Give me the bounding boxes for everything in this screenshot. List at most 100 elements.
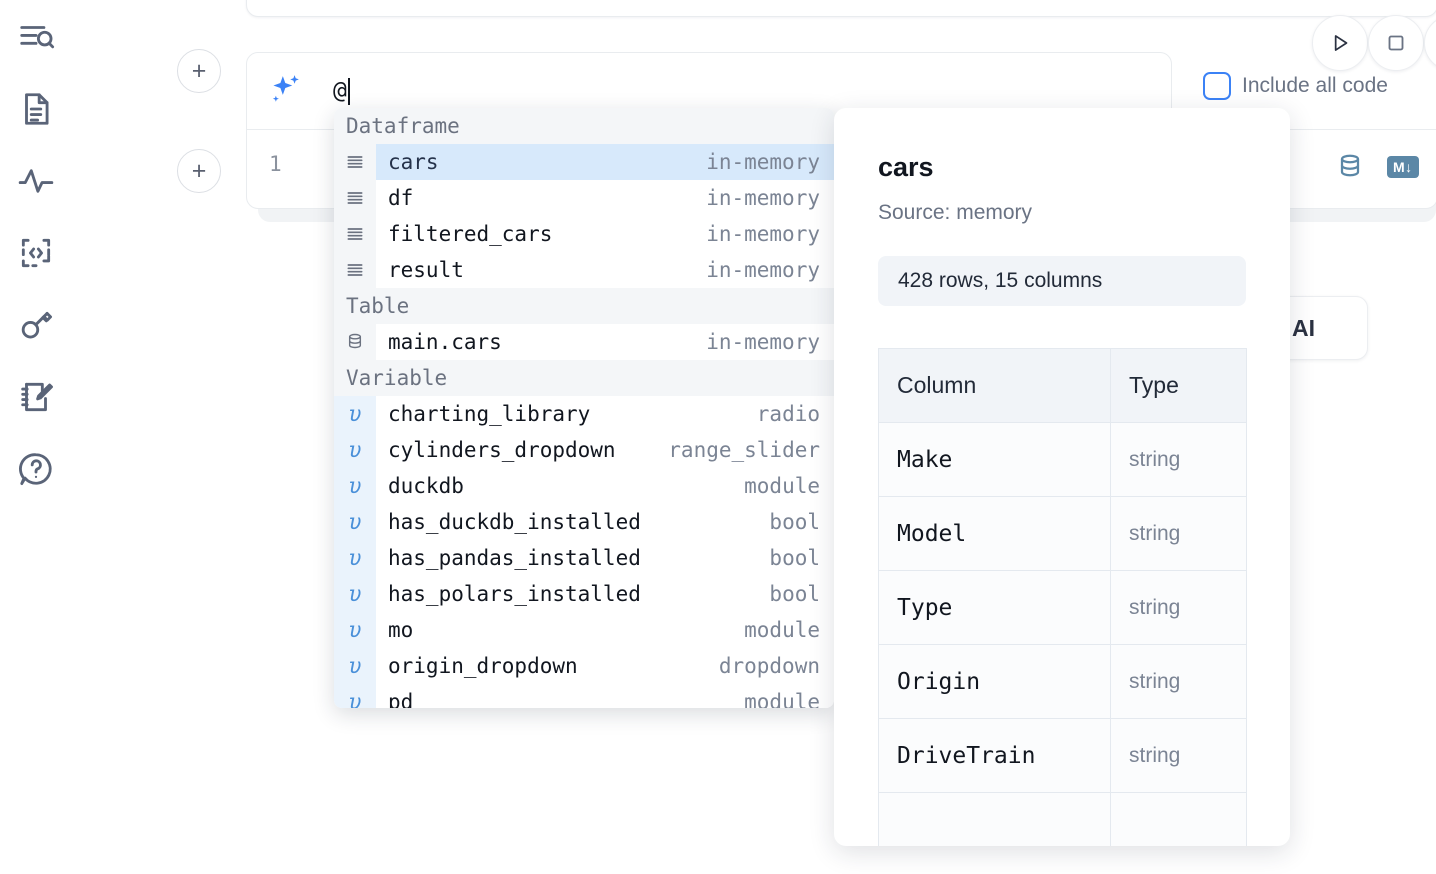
- activity-pulse-icon[interactable]: [12, 157, 60, 205]
- autocomplete-item-name: charting_library: [388, 402, 591, 426]
- schema-column-type: string: [1110, 718, 1247, 793]
- autocomplete-item-type: in-memory: [706, 258, 820, 282]
- line-number: 1: [269, 152, 282, 176]
- info-panel-title: cars: [878, 152, 934, 182]
- dataframe-info-panel: cars Source: memory 428 rows, 15 columns…: [834, 108, 1290, 846]
- text-caret: [347, 77, 350, 105]
- schema-column-type: [1110, 792, 1247, 846]
- autocomplete-item[interactable]: υ charting_library radio: [334, 396, 834, 432]
- plus-icon: +: [191, 156, 207, 185]
- outline-search-icon[interactable]: [12, 13, 60, 61]
- add-cell-button-bottom[interactable]: +: [177, 149, 221, 193]
- schema-column-type: string: [1110, 422, 1247, 497]
- autocomplete-item[interactable]: υ has_duckdb_installed bool: [334, 504, 834, 540]
- info-panel-source: Source: memory: [878, 201, 1033, 224]
- rows-icon: [334, 144, 376, 180]
- autocomplete-item-name: duckdb: [388, 474, 464, 498]
- schema-table-header-cell: Type: [1110, 348, 1247, 423]
- left-icon-rail: [0, 0, 72, 874]
- ai-prompt-value: @: [333, 78, 347, 104]
- schema-column-type: string: [1110, 570, 1247, 645]
- autocomplete-item-type: in-memory: [706, 222, 820, 246]
- v-icon: υ: [334, 540, 376, 576]
- v-icon: υ: [334, 612, 376, 648]
- checkbox-box[interactable]: [1203, 72, 1231, 100]
- autocomplete-item-name: origin_dropdown: [388, 654, 578, 678]
- autocomplete-group-header: Variable: [334, 360, 834, 396]
- include-all-code-label: Include all code: [1242, 74, 1388, 97]
- add-cell-button-top[interactable]: +: [177, 49, 221, 93]
- v-icon: υ: [334, 504, 376, 540]
- run-button[interactable]: [1312, 15, 1368, 71]
- rows-icon: [334, 216, 376, 252]
- plus-icon: +: [191, 56, 207, 85]
- ai-prompt-input[interactable]: @: [333, 69, 1133, 113]
- autocomplete-item-type: bool: [769, 582, 820, 606]
- autocomplete-group-header: Dataframe: [334, 108, 834, 144]
- key-icon[interactable]: [12, 301, 60, 349]
- schema-table-header-cell: Column: [878, 348, 1111, 423]
- autocomplete-item-name: df: [388, 186, 414, 210]
- v-icon: υ: [334, 468, 376, 504]
- autocomplete-item-type: module: [744, 618, 820, 642]
- schema-column-name: Make: [878, 422, 1111, 497]
- schema-column-name: Model: [878, 496, 1111, 571]
- help-chat-icon[interactable]: [12, 445, 60, 493]
- rows-icon: [334, 180, 376, 216]
- autocomplete-item-name: main.cars: [388, 330, 502, 354]
- v-icon: υ: [334, 648, 376, 684]
- include-all-code-checkbox[interactable]: Include all code: [1203, 72, 1388, 100]
- autocomplete-item-name: cars: [388, 150, 439, 174]
- file-text-icon[interactable]: [12, 85, 60, 133]
- autocomplete-item-name: filtered_cars: [388, 222, 553, 246]
- notebook-pencil-icon[interactable]: [12, 373, 60, 421]
- ai-chip-label: AI: [1292, 314, 1315, 341]
- autocomplete-item-type: module: [744, 690, 820, 708]
- schema-column-name: [878, 792, 1111, 846]
- sparkles-icon: [267, 71, 305, 109]
- more-actions-button[interactable]: [1424, 15, 1436, 71]
- autocomplete-item-type: radio: [756, 402, 820, 426]
- autocomplete-item-type: in-memory: [706, 186, 820, 210]
- schema-column-type: string: [1110, 644, 1247, 719]
- autocomplete-item[interactable]: filtered_cars in-memory: [334, 216, 834, 252]
- schema-column-name: Origin: [878, 644, 1111, 719]
- autocomplete-item-type: bool: [769, 510, 820, 534]
- v-icon: υ: [334, 396, 376, 432]
- v-icon: υ: [334, 684, 376, 708]
- code-brackets-icon[interactable]: [12, 229, 60, 277]
- autocomplete-item-name: pd: [388, 690, 414, 708]
- autocomplete-item-type: bool: [769, 546, 820, 570]
- schema-table-row: [878, 792, 1247, 846]
- database-icon: [334, 324, 376, 360]
- schema-column-type: string: [1110, 496, 1247, 571]
- autocomplete-item-name: has_duckdb_installed: [388, 510, 641, 534]
- database-icon[interactable]: [1335, 152, 1365, 187]
- autocomplete-item[interactable]: υ origin_dropdown dropdown: [334, 648, 834, 684]
- schema-column-name: DriveTrain: [878, 718, 1111, 793]
- autocomplete-item-type: dropdown: [718, 654, 820, 678]
- info-panel-shape: 428 rows, 15 columns: [878, 256, 1246, 306]
- markdown-badge[interactable]: M↓: [1387, 156, 1419, 178]
- autocomplete-item-name: cylinders_dropdown: [388, 438, 616, 462]
- autocomplete-item[interactable]: df in-memory: [334, 180, 834, 216]
- stop-button[interactable]: [1368, 15, 1424, 71]
